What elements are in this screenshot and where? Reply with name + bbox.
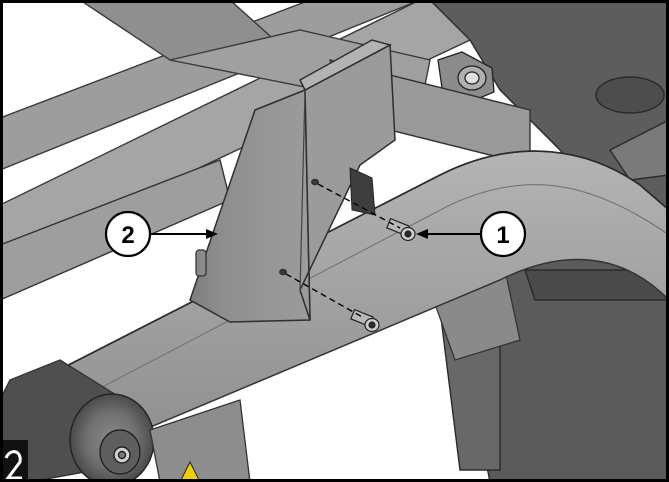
warning-label-icon [179, 460, 201, 482]
callout-2-label: 2 [121, 222, 134, 249]
wheel-bracket [149, 399, 251, 482]
mounting-bracket [189, 39, 396, 323]
alignment-lines [285, 183, 401, 319]
callout-1: 1 [416, 210, 527, 258]
callout-1-label: 1 [496, 222, 509, 249]
top-nut [437, 51, 495, 103]
decal-icon [0, 440, 28, 482]
callout-2: 2 [104, 210, 218, 258]
bracket-stud [195, 249, 207, 277]
transport-wheel [69, 393, 155, 482]
